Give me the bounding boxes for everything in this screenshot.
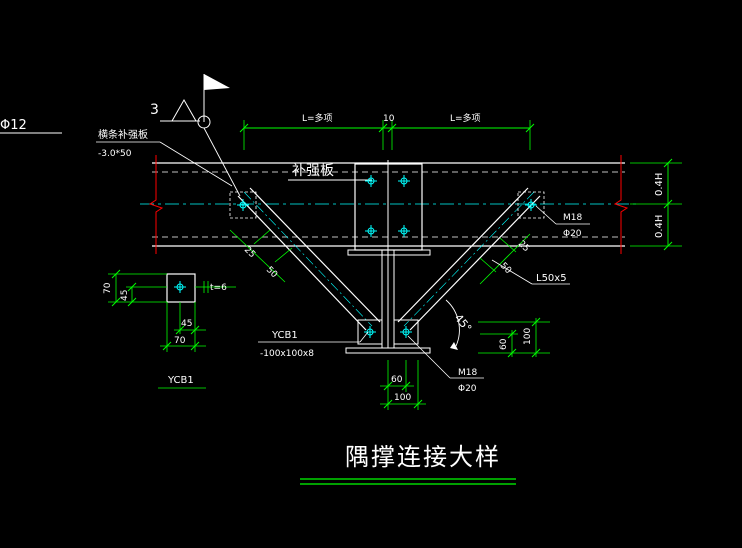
stiffener-spec: -3.0*50 xyxy=(98,149,132,159)
dim-right-bottom: 0.4H xyxy=(654,215,665,238)
detail-70-h: 70 xyxy=(174,336,186,346)
right-bolt-callout: M18 Φ20 xyxy=(535,205,590,239)
rebar-label: Φ12 xyxy=(0,118,27,133)
bolt-bottom-label: M18 xyxy=(458,368,477,378)
dim-center: 10 xyxy=(383,114,395,124)
dim-60-right: 60 xyxy=(499,338,509,350)
detail-thickness: t=6 xyxy=(210,283,227,293)
ycb-spec: -100x100x8 xyxy=(260,349,314,359)
angle-spec-label: L50x5 xyxy=(536,273,567,284)
dim-right-span: L=多项 xyxy=(450,112,481,124)
detail-45-h: 45 xyxy=(181,319,192,329)
detail-name: YCB1 xyxy=(167,375,194,386)
ycb-label: YCB1 xyxy=(271,330,298,341)
ycb-detail: 70 45 t=6 45 70 YCB1 xyxy=(103,269,236,389)
dim-100-right: 100 xyxy=(523,328,533,345)
beam xyxy=(140,155,640,254)
hole-bottom-label: Φ20 xyxy=(458,384,477,394)
right-brace-dims: 25 50 xyxy=(479,233,531,285)
flag-number: 3 xyxy=(150,102,159,118)
angle-callout: L50x5 xyxy=(491,259,570,285)
top-dimensions: L=多项 10 L=多项 xyxy=(239,112,535,150)
bottom-dims: 60 100 xyxy=(380,360,426,410)
stiffener-label: 横条补强板 xyxy=(98,128,148,141)
rebar-callout: Φ12 xyxy=(0,118,62,134)
bottom-bolt-callout: M18 Φ20 xyxy=(407,335,484,394)
drawing-title: 隅撑连接大样 xyxy=(300,443,516,485)
angle-marker: 45° xyxy=(445,299,474,350)
detail-70-v: 70 xyxy=(103,282,113,294)
patch-plate-callout: 补强板 xyxy=(288,163,372,181)
left-brace-dims: 25 50 xyxy=(229,229,293,283)
right-height-dims: 0.4H 0.4H xyxy=(630,158,682,251)
right-small-dims: 100 60 xyxy=(478,317,550,358)
ycb-callout: YCB1 -100x100x8 xyxy=(258,330,369,359)
detail-45-v: 45 xyxy=(120,290,130,301)
dim-25-left: 25 xyxy=(242,245,257,260)
section-flag: 3 xyxy=(150,74,241,197)
angle-degree: 45° xyxy=(452,312,474,335)
dim-25-right: 25 xyxy=(516,239,531,254)
dim-right-top: 0.4H xyxy=(654,173,665,196)
dim-left-span: L=多项 xyxy=(302,112,333,124)
patch-plate-label: 补强板 xyxy=(292,163,334,179)
right-brace xyxy=(397,187,545,331)
bottom-plates xyxy=(345,319,431,354)
hole-right-label: Φ20 xyxy=(563,229,582,239)
title-text: 隅撑连接大样 xyxy=(345,443,501,471)
center-bolts xyxy=(365,175,410,237)
left-brace xyxy=(229,187,381,331)
dim-60-bottom: 60 xyxy=(391,375,403,385)
stiffener-callout: 横条补强板 -3.0*50 xyxy=(96,128,233,187)
dim-50-left: 50 xyxy=(264,265,279,280)
dim-100-bottom: 100 xyxy=(394,393,411,403)
bolt-right-label: M18 xyxy=(563,213,582,223)
flag-icon xyxy=(204,74,230,90)
